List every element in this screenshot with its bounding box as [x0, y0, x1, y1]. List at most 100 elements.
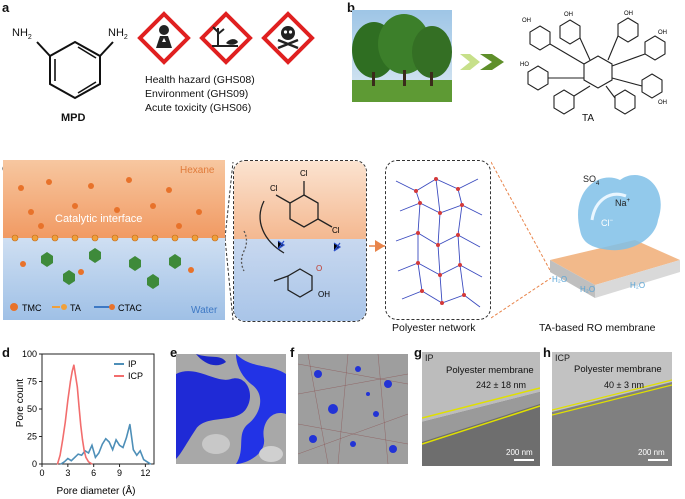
point-ip-22 [136, 454, 138, 456]
phase-legend: TMC TA CTAC [10, 303, 142, 313]
interface-label: Catalytic interface [55, 213, 143, 225]
point-icp-1 [59, 454, 61, 456]
x-tick-label-0: 0 [39, 468, 44, 478]
panel-letter-h: h [543, 345, 551, 360]
ip-scale: 200 nm [506, 448, 533, 457]
water-label: Water [191, 305, 218, 316]
point-icp-3 [64, 421, 66, 423]
network-label: Polyester network [392, 322, 476, 334]
atom-cl-3: Cl [332, 226, 340, 235]
icp-sem-image: ICP Polyester membrane 40 ± 3 nm 200 nm [552, 352, 672, 466]
point-ip-11 [98, 452, 100, 454]
panel-letter-d: d [2, 345, 10, 360]
ghs09-environment-icon [199, 11, 253, 65]
point-ip-10 [94, 456, 97, 458]
point-icp-2 [62, 439, 64, 441]
atom-cl-2: Cl [270, 184, 278, 193]
point-ip-3 [70, 460, 72, 462]
legend-label-ip: IP [128, 359, 137, 369]
mpd-label: MPD [61, 112, 86, 124]
icp-tag: ICP [555, 353, 571, 363]
nh2-left: NH2 [12, 27, 32, 42]
point-icp-0 [56, 463, 59, 465]
y-tick-label-2: 50 [27, 404, 37, 414]
ro-membrane-illustration: H₂O H₂O H₂O [550, 174, 680, 298]
series-line-ip [60, 424, 151, 465]
ta-label: TA [582, 113, 595, 124]
ghs08-health-hazard-icon [137, 11, 191, 65]
polyester-network-box [385, 160, 491, 320]
point-ip-24 [143, 459, 145, 461]
icp-thickness: 40 ± 3 nm [604, 380, 644, 390]
point-ip-25 [146, 461, 148, 463]
x-tick-label-4: 12 [140, 468, 150, 478]
tannic-oh-5: OH [658, 100, 667, 106]
ion-sodium: Na+ [615, 198, 631, 208]
hazard-list: Health hazard (GHS08) Environment (GHS09… [145, 73, 255, 115]
legend-ta: TA [70, 303, 81, 313]
point-icp-15 [87, 461, 90, 463]
x-axis-label: Pore diameter (Å) [57, 484, 136, 496]
legend-label-icp: ICP [128, 371, 143, 381]
point-ip-4 [74, 456, 76, 458]
panel-letter-f: f [290, 345, 295, 360]
point-icp-11 [80, 424, 82, 427]
membrane-label: TA-based RO membrane [539, 322, 656, 334]
point-ip-26 [149, 463, 152, 465]
network-connectors [367, 160, 487, 322]
ion-chloride: Cl− [601, 218, 614, 228]
point-ip-5 [77, 453, 79, 455]
ip-pore-render [176, 354, 286, 464]
tannic-acid-structure: OH OH OH OH HO OH [520, 11, 667, 115]
point-icp-6 [71, 371, 73, 373]
polyester-network [395, 177, 483, 308]
chevron-arrows-icon [460, 54, 504, 70]
point-ip-8 [87, 452, 90, 454]
y-tick-label-4: 100 [22, 349, 37, 359]
hexane-label: Hexane [180, 165, 215, 176]
point-ip-12 [101, 443, 103, 445]
point-icp-5 [69, 380, 72, 383]
tree-photo [352, 10, 452, 102]
membrane-connectors [491, 161, 552, 319]
point-icp-7 [73, 364, 75, 366]
panel-letter-a: a [2, 0, 10, 15]
point-ip-21 [132, 449, 134, 451]
point-ip-18 [122, 446, 124, 449]
point-ip-9 [91, 444, 93, 446]
point-icp-10 [78, 406, 80, 408]
tannic-oh-2: OH [564, 12, 573, 18]
point-icp-8 [75, 375, 77, 377]
ion-sulfate: SO4 [583, 174, 600, 187]
x-tick-label-2: 6 [91, 468, 96, 478]
atom-o: O [316, 264, 322, 273]
point-ip-1 [63, 461, 65, 463]
point-icp-13 [83, 450, 85, 452]
point-icp-9 [76, 386, 78, 388]
point-ip-6 [81, 454, 83, 456]
reaction-zoom-box: Cl Cl Cl O OH [233, 160, 367, 322]
ghs06-acute-toxicity-icon [261, 11, 315, 65]
water-molecule-3: H₂O [630, 281, 645, 290]
point-ip-0 [60, 463, 62, 465]
x-tick-label-3: 9 [117, 468, 122, 478]
point-ip-23 [139, 450, 141, 452]
atom-oh: OH [318, 290, 330, 299]
tannic-oh-3: OH [624, 11, 633, 17]
icp-pore-render [298, 354, 408, 464]
panel-letter-e: e [170, 345, 178, 360]
point-ip-17 [118, 444, 121, 446]
atom-cl-1: Cl [300, 169, 308, 178]
mpd-structure [36, 40, 114, 100]
panel-letter-b: b [347, 0, 355, 15]
point-ip-15 [112, 449, 114, 451]
nh2-right: NH2 [108, 27, 128, 42]
interface-particles [11, 177, 219, 289]
legend-tmc: TMC [22, 303, 42, 313]
point-icp-16 [91, 463, 93, 465]
hazard-environment: Environment (GHS09) [145, 88, 249, 100]
ip-tag: IP [425, 353, 434, 363]
zoom-connectors [225, 161, 385, 321]
water-molecule-1: H₂O [552, 275, 567, 284]
reaction-mechanism: Cl Cl Cl O OH [240, 169, 342, 299]
